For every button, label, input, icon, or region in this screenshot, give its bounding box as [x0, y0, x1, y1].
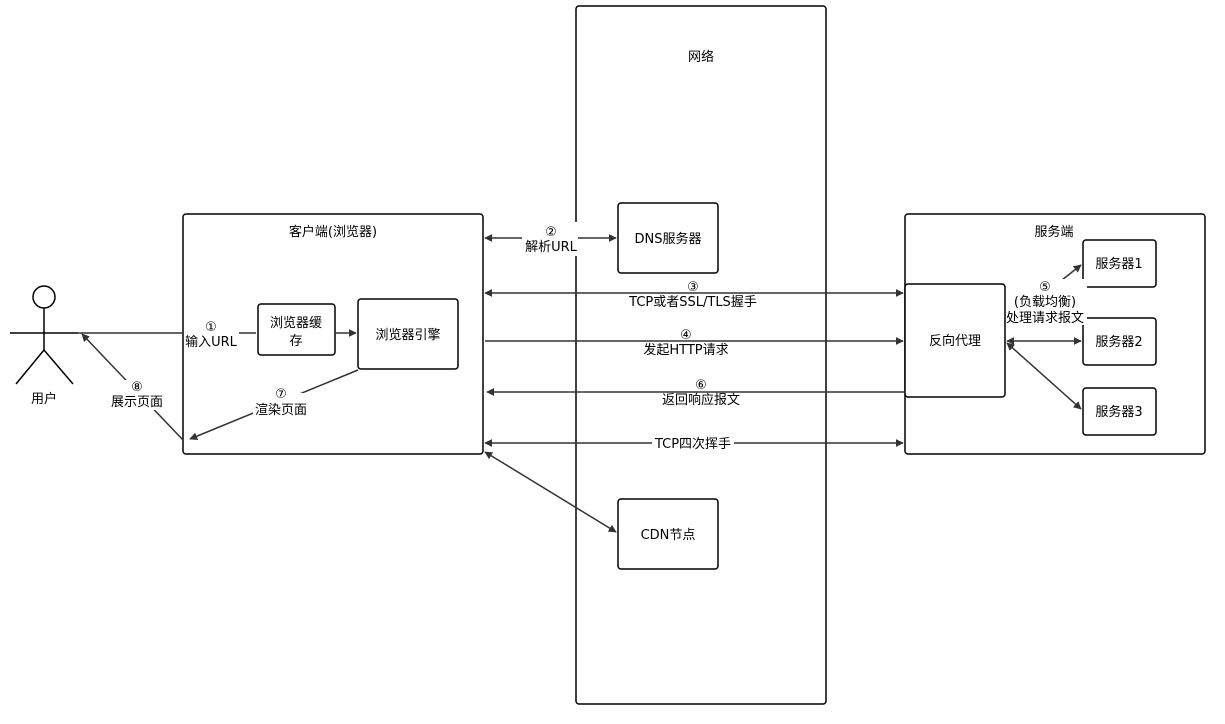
- step-5-text-1: (负载均衡): [1014, 295, 1076, 310]
- step-6-number: ⑥: [695, 378, 707, 393]
- step-1-number: ①: [205, 320, 217, 335]
- edge-response: ⑥ 返回响应报文: [486, 378, 905, 409]
- edge-load-balance: ⑤ (负载均衡) 处理请求报文: [1006, 264, 1087, 410]
- step-6-label-bg: [658, 395, 744, 409]
- step-5-text-2: 处理请求报文: [1006, 311, 1084, 326]
- step-4-number: ④: [680, 328, 692, 343]
- edge-client-cdn: [484, 451, 617, 533]
- reverse-proxy-label: 反向代理: [929, 333, 981, 349]
- step-8-number: ⑧: [131, 380, 143, 395]
- step-2-number: ②: [545, 225, 557, 240]
- server-2-node: 服务器2: [1082, 317, 1157, 366]
- step-3-number: ③: [687, 280, 699, 295]
- step-4-label-bg: [640, 344, 746, 358]
- cdn-node: CDN节点: [617, 498, 719, 570]
- user-leg-left: [15, 349, 45, 385]
- step-5-number: ⑤: [1039, 280, 1051, 295]
- edge-display-page: ⑧ 展示页面: [81, 333, 184, 441]
- edge-input-url: ① 输入URL: [78, 320, 256, 350]
- user-actor: 用户: [10, 285, 78, 407]
- server-3-label: 服务器3: [1095, 404, 1142, 420]
- teardown-label-bg: [652, 435, 734, 451]
- step-4-text: 发起HTTP请求: [643, 342, 728, 358]
- step-3-label-bg: [626, 297, 760, 311]
- edge-proxy-server1: [1061, 264, 1082, 281]
- network-title: 网络: [688, 49, 714, 65]
- step-2-label-bg: [522, 222, 578, 256]
- user-head: [32, 285, 56, 309]
- reverse-proxy-node: 反向代理: [904, 283, 1006, 398]
- edge-resolve-url: ② 解析URL: [484, 222, 617, 256]
- user-leg-right: [43, 349, 74, 385]
- edge-teardown: TCP四次挥手: [484, 435, 904, 452]
- step-2-text: 解析URL: [525, 240, 578, 255]
- step-7-number: ⑦: [275, 387, 287, 402]
- step-3-text: TCP或者SSL/TLS握手: [628, 295, 757, 310]
- cdn-node-label: CDN节点: [641, 528, 696, 543]
- dns-server-label: DNS服务器: [635, 231, 702, 247]
- user-label: 用户: [31, 391, 57, 407]
- client-title: 客户端(浏览器): [289, 224, 377, 240]
- step-8-label-bg: [108, 380, 166, 410]
- step-7-text: 渲染页面: [255, 403, 307, 418]
- browser-cache-label-line1: 浏览器缓: [270, 315, 322, 331]
- browser-engine-label: 浏览器引擎: [375, 327, 440, 343]
- browser-cache-label-line2: 存: [289, 334, 302, 349]
- server-1-node: 服务器1: [1082, 239, 1157, 288]
- step-8-text: 展示页面: [111, 395, 163, 410]
- edge-handshake: ③ TCP或者SSL/TLS握手: [484, 280, 904, 311]
- server-3-node: 服务器3: [1082, 387, 1157, 436]
- dns-server-node: DNS服务器: [617, 202, 719, 274]
- server-2-label: 服务器2: [1095, 334, 1142, 350]
- step-5-label-bg: [1007, 279, 1087, 325]
- edge-proxy-server3: [1006, 342, 1082, 410]
- step-7-label-bg: [253, 393, 311, 419]
- edge-render-page: ⑦ 渲染页面: [189, 369, 359, 440]
- step-6-text: 返回响应报文: [662, 392, 740, 408]
- server-title: 服务端: [1034, 224, 1073, 240]
- server-1-label: 服务器1: [1095, 256, 1142, 272]
- teardown-text: TCP四次挥手: [654, 436, 731, 452]
- browser-engine-node: 浏览器引擎: [357, 298, 459, 370]
- browser-cache-node: 浏览器缓 存: [257, 303, 336, 356]
- edge-http-request: ④ 发起HTTP请求: [485, 328, 904, 358]
- step-1-text: 输入URL: [185, 334, 238, 350]
